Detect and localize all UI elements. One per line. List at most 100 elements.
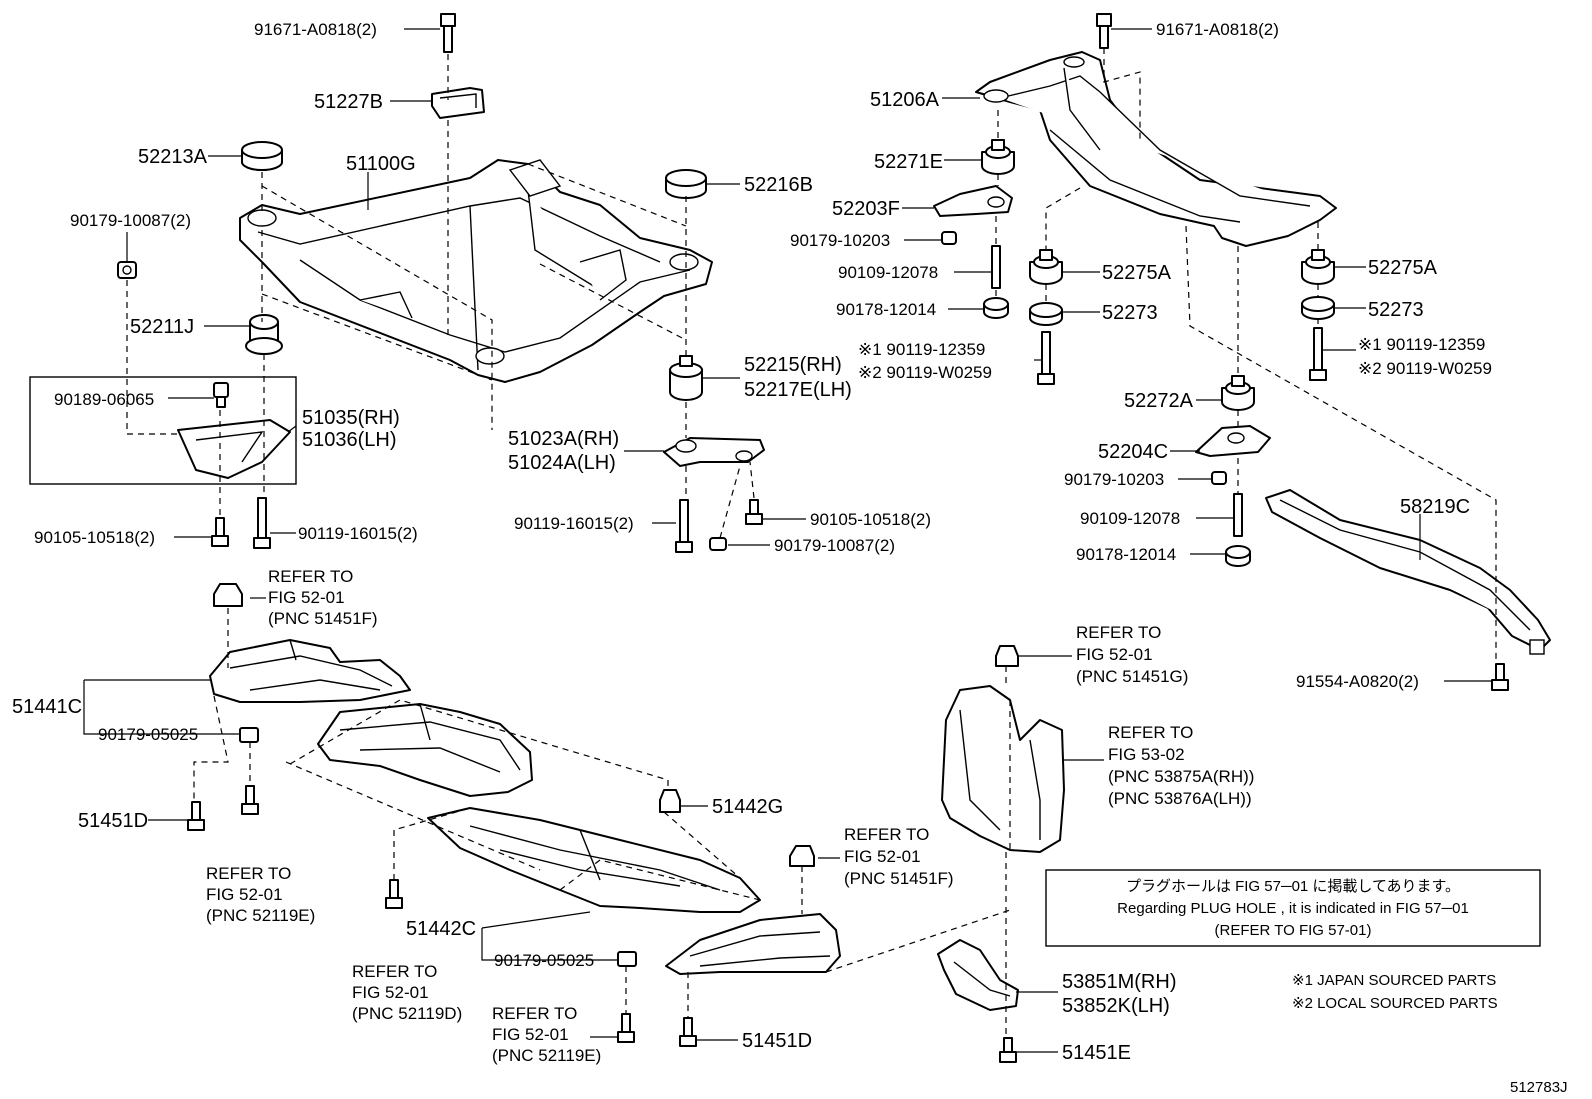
label-90179-10203-upper: 90179-10203 — [790, 231, 890, 250]
cushion-52215 — [669, 355, 703, 401]
label-90178-12014-upper: 90178-12014 — [836, 300, 936, 319]
svg-text:(PNC 52119D): (PNC 52119D) — [352, 1004, 462, 1023]
svg-text:FIG 52-01: FIG 52-01 — [206, 885, 283, 904]
label-91671-a0818-left: 91671-A0818(2) — [254, 20, 377, 39]
label-90119-12359-mid: ※1 90119-12359 — [858, 340, 985, 359]
cover-lower-right — [665, 913, 841, 975]
bracket-51035 — [177, 382, 291, 479]
brace-58219c — [1265, 489, 1551, 655]
bolt-52119e-right — [617, 1013, 635, 1043]
stopper-52204c — [1195, 425, 1271, 457]
notice-line-ref: (REFER TO FIG 57-01) — [1215, 922, 1372, 939]
stopper-52203f — [933, 185, 1013, 217]
member-51206a — [975, 51, 1337, 247]
cushion-52271e — [981, 139, 1015, 175]
label-90119-12359-right: ※1 90119-12359 — [1358, 335, 1485, 354]
clip-90179-05025-left — [239, 727, 259, 743]
cushion-52211j — [245, 314, 283, 355]
label-90189-06065: 90189-06065 — [54, 390, 154, 409]
refer-52119d: REFER TO FIG 52-01 (PNC 52119D) — [352, 962, 462, 1023]
bolt-91671-a0818-right — [1096, 13, 1112, 49]
footnote-local-sourced: ※2 LOCAL SOURCED PARTS — [1292, 995, 1498, 1012]
leader-lines — [83, 28, 1492, 1053]
label-51227b: 51227B — [314, 91, 383, 113]
label-90119-16015-right: 90119-16015(2) — [514, 514, 634, 533]
refer-51451f-upper: REFER TO FIG 52-01 (PNC 51451F) — [268, 567, 378, 628]
label-90105-10518-right: 90105-10518(2) — [810, 510, 931, 529]
label-52275a-right: 52275A — [1368, 257, 1438, 279]
label-52217e-lh: 52217E(LH) — [744, 379, 852, 401]
label-51451d-right: 51451D — [742, 1030, 812, 1052]
group-box-51035 — [29, 376, 297, 485]
nut-90179-10087-left — [117, 261, 137, 279]
nut-90179-10203-upper — [941, 231, 957, 245]
clip-51451g — [995, 645, 1019, 667]
seal-53851m — [937, 939, 1019, 1011]
cushion-52275a-mid — [1029, 249, 1063, 285]
refer-blocks: REFER TO FIG 52-01 (PNC 51451F) REFER TO… — [206, 567, 1254, 1065]
svg-text:REFER TO: REFER TO — [492, 1004, 577, 1023]
label-90179-05025-right: 90179-05025 — [494, 951, 594, 970]
svg-text:FIG 52-01: FIG 52-01 — [1076, 645, 1153, 664]
label-52215-rh: 52215(RH) — [744, 354, 842, 376]
footnote-japan-sourced: ※1 JAPAN SOURCED PARTS — [1292, 972, 1496, 989]
label-52275a-mid: 52275A — [1102, 262, 1172, 284]
label-90119-w0259-right: ※2 90119-W0259 — [1358, 359, 1492, 378]
label-53851m-rh: 53851M(RH) — [1062, 971, 1176, 993]
svg-text:FIG 52-01: FIG 52-01 — [844, 847, 921, 866]
refer-51451f-lower: REFER TO FIG 52-01 (PNC 51451F) — [844, 825, 954, 888]
label-51451d-left: 51451D — [78, 810, 148, 832]
svg-text:(PNC 51451F): (PNC 51451F) — [844, 869, 954, 888]
label-52271e: 52271E — [874, 151, 943, 173]
nut-90179-10203-lower — [1211, 471, 1227, 485]
label-90105-10518-left: 90105-10518(2) — [34, 528, 155, 547]
label-91671-a0818-right: 91671-A0818(2) — [1156, 20, 1279, 39]
washer-90178-12014-upper — [983, 297, 1009, 319]
cover-51442c — [427, 807, 761, 913]
label-51100g: 51100G — [346, 153, 416, 175]
notice-box — [1045, 869, 1541, 947]
svg-text:FIG 52-01: FIG 52-01 — [492, 1025, 569, 1044]
label-52273-right: 52273 — [1368, 299, 1424, 321]
bolt-91671-a0818-left — [440, 13, 456, 53]
label-51206a: 51206A — [870, 89, 940, 111]
cushion-52272a — [1221, 375, 1255, 411]
bracket-51227b — [431, 87, 485, 119]
label-90179-10087-right: 90179-10087(2) — [774, 536, 895, 555]
label-90178-12014-lower: 90178-12014 — [1076, 545, 1176, 564]
part-labels: 91671-A0818(2) 51227B 52213A 51100G 9017… — [12, 20, 1492, 1064]
label-51451e: 51451E — [1062, 1042, 1131, 1064]
notice-line-en: Regarding PLUG HOLE , it is indicated in… — [1117, 900, 1469, 917]
clip-51442g — [659, 789, 681, 813]
stud-90109-12078-lower — [1233, 493, 1243, 537]
svg-text:REFER TO: REFER TO — [206, 864, 291, 883]
label-52272a: 52272A — [1124, 390, 1194, 412]
label-52204c: 52204C — [1098, 441, 1168, 463]
figure-id: 512783J — [1510, 1079, 1568, 1096]
svg-text:(PNC 53876A(LH)): (PNC 53876A(LH)) — [1108, 789, 1252, 808]
label-90109-12078-upper: 90109-12078 — [838, 263, 938, 282]
label-91554-a0820: 91554-A0820(2) — [1296, 672, 1419, 691]
bolt-90119-12359-mid — [1037, 331, 1055, 385]
label-90179-10203-lower: 90179-10203 — [1064, 470, 1164, 489]
label-90179-05025-left: 90179-05025 — [98, 725, 198, 744]
svg-text:(PNC 52119E): (PNC 52119E) — [206, 906, 315, 925]
bolt-90119-16015-left — [253, 497, 271, 549]
plug-hole-notice: プラグホールは FIG 57─01 に掲載してあります。 Regarding P… — [1045, 869, 1541, 947]
crossmember-51100g — [239, 159, 713, 383]
cover-51442g — [317, 703, 533, 797]
svg-text:(PNC 51451F): (PNC 51451F) — [268, 609, 378, 628]
washer-52273-mid — [1029, 302, 1063, 326]
label-90119-16015-left: 90119-16015(2) — [298, 524, 418, 543]
cushion-52275a-right — [1301, 249, 1335, 285]
refer-52119e-left: REFER TO FIG 52-01 (PNC 52119E) — [206, 864, 315, 925]
stud-90109-12078-upper — [991, 245, 1001, 289]
cover-51441c — [209, 639, 411, 703]
svg-text:REFER TO: REFER TO — [844, 825, 929, 844]
label-58219c: 58219C — [1400, 496, 1470, 518]
refer-51451g: REFER TO FIG 52-01 (PNC 51451G) — [1076, 623, 1188, 686]
svg-text:REFER TO: REFER TO — [1076, 623, 1161, 642]
label-52216b: 52216B — [744, 174, 813, 196]
label-52273-mid: 52273 — [1102, 302, 1158, 324]
